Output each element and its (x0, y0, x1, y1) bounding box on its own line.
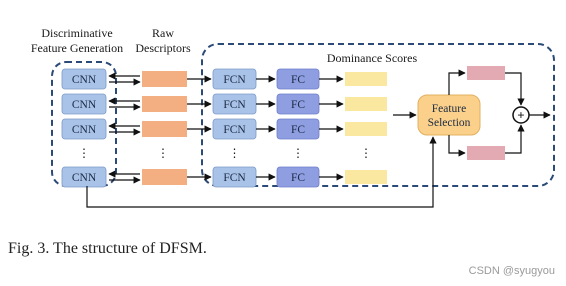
cnn-box-3 (61, 118, 107, 140)
arrow-feedback-to-selection (86, 136, 437, 208)
fcn-label-2: FCN (223, 99, 246, 111)
raw-descriptor-3 (142, 121, 187, 137)
dfg-label-line1: Discriminative (41, 26, 112, 40)
figure-caption: Fig. 3. The structure of DFSM. (8, 240, 207, 257)
dominance-score-1 (345, 72, 387, 86)
fcn-label-3: FCN (223, 124, 246, 136)
fc-label-3: FC (291, 124, 305, 136)
ellipsis-5: ⋮ (360, 146, 372, 160)
cnn-box-2 (61, 93, 107, 115)
arrow-selection-to-bottom (448, 135, 466, 157)
fc-label-2: FC (291, 99, 305, 111)
fcn-label-1: FCN (223, 74, 246, 86)
dominance-group-outline (201, 43, 555, 187)
cnn-label-4: CNN (72, 172, 97, 184)
ellipsis-1: ⋮ (78, 146, 90, 160)
cnn-label-1: CNN (72, 74, 97, 86)
raw-descriptor-4 (142, 169, 187, 185)
arrow-top-to-sum (505, 72, 525, 106)
selected-feature-top (467, 66, 505, 80)
cnn-box-1 (61, 68, 107, 90)
selected-feature-bottom (467, 146, 505, 160)
arrow-selection-to-top (448, 69, 466, 95)
raw-descriptor-2 (142, 96, 187, 112)
feature-selection-label-line1: Feature (432, 103, 466, 115)
ellipsis-4: ⋮ (292, 146, 304, 160)
ellipsis-3: ⋮ (229, 146, 241, 160)
fc-label-4: FC (291, 172, 305, 184)
dfg-label-line2: Feature Generation (31, 41, 123, 55)
raw-descriptors-label-line2: Descriptors (135, 41, 191, 55)
arrow-bottom-to-sum (505, 124, 525, 154)
cnn-label-3: CNN (72, 124, 97, 136)
dominance-score-4 (345, 170, 387, 184)
ellipsis-2: ⋮ (157, 146, 169, 160)
dominance-score-2 (345, 97, 387, 111)
cnn-label-2: CNN (72, 99, 97, 111)
raw-descriptors-label-line1: Raw (152, 26, 174, 40)
fc-label-1: FC (291, 74, 305, 86)
rows-layer: CNN FCN FC CNN FCN FC CNN FCN FC CNN FCN FC ⋮ ⋮ ⋮ ⋮ ⋮ (61, 68, 387, 188)
raw-descriptor-1 (142, 71, 187, 87)
feature-selection-box (417, 94, 481, 136)
cnn-box-4 (61, 166, 107, 188)
fcn-label-4: FCN (223, 172, 246, 184)
dominance-scores-label: Dominance Scores (327, 51, 418, 65)
feature-selection-label-line2: Selection (428, 117, 471, 129)
sum-symbol: + (517, 108, 524, 123)
watermark: CSDN @syugyou (469, 265, 555, 277)
dominance-score-3 (345, 122, 387, 136)
